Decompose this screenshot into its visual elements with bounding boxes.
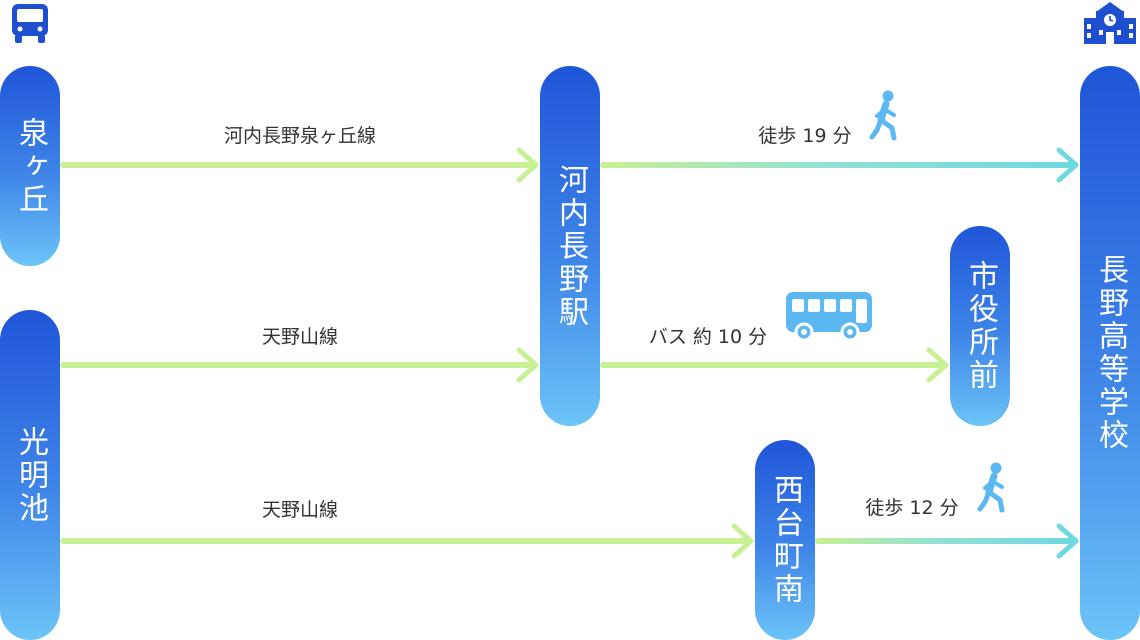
bus-icon xyxy=(12,4,48,43)
station-school: 長野高等学校 xyxy=(1080,66,1140,640)
route-label-r1: 河内長野泉ヶ丘線 xyxy=(223,125,377,147)
route-line-walk2 xyxy=(815,538,1074,544)
arrowhead xyxy=(1056,523,1079,559)
arrowhead xyxy=(1056,147,1079,183)
route-line-r3 xyxy=(60,538,749,544)
route-line-walk1 xyxy=(600,162,1074,168)
station-izumigaoka: 泉ヶ丘 xyxy=(0,66,60,266)
station-komyoike: 光明池 xyxy=(0,310,60,640)
station-kawachinagano: 河内長野駅 xyxy=(540,66,600,426)
walking-person-icon xyxy=(977,462,1005,513)
school-icon xyxy=(1084,2,1136,44)
station-shiyakushomae: 市役所前 xyxy=(950,226,1010,426)
arrowhead xyxy=(516,147,539,183)
arrowhead xyxy=(731,523,754,559)
walking-person-icon xyxy=(869,90,897,141)
bus-side-icon xyxy=(786,292,872,342)
route-line-r1 xyxy=(60,162,534,168)
arrowhead xyxy=(926,347,949,383)
station-label: 泉ヶ丘 xyxy=(13,116,48,216)
station-label: 市役所前 xyxy=(963,260,998,392)
route-label-bus: バス 約 10 分 xyxy=(648,326,768,348)
route-label-r3: 天野山線 xyxy=(261,499,339,521)
arrowhead xyxy=(516,347,539,383)
route-label-walk1: 徒歩 19 分 xyxy=(758,125,852,147)
route-label-r2: 天野山線 xyxy=(261,326,339,348)
route-line-r2 xyxy=(60,362,534,368)
station-label: 西台町南 xyxy=(768,474,803,606)
station-label: 河内長野駅 xyxy=(553,163,588,329)
route-line-bus xyxy=(600,362,944,368)
station-label: 光明池 xyxy=(13,425,48,525)
route-label-walk2: 徒歩 12 分 xyxy=(865,497,959,519)
station-label: 長野高等学校 xyxy=(1093,254,1128,452)
station-nishidaichominami: 西台町南 xyxy=(755,440,815,640)
